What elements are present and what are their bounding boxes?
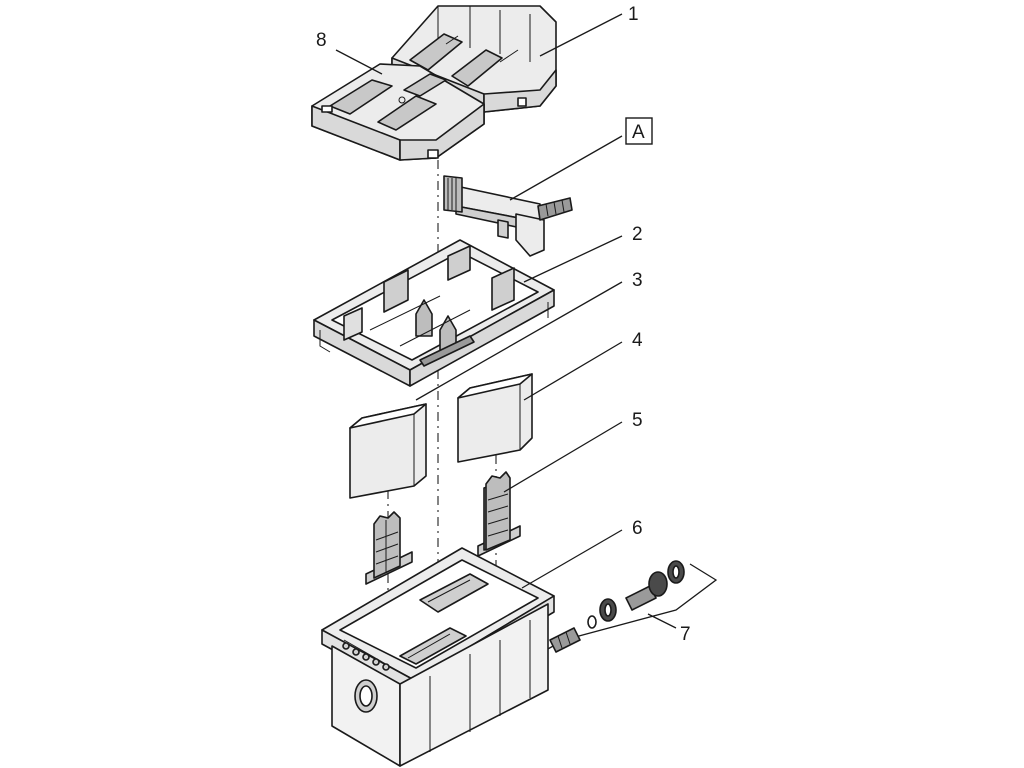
part-6-filter-housing — [321, 547, 555, 767]
callout-3: 3 — [632, 270, 643, 291]
callout-1: 1 — [628, 4, 639, 25]
callout-a-box: A — [625, 117, 653, 145]
part-5-sponge-holder-right — [477, 471, 521, 557]
callout-5: 5 — [632, 410, 643, 431]
part-2-filter-tray — [313, 239, 555, 387]
part-a-uv-clarifier — [443, 175, 573, 257]
part-4-filter-sponge-left — [349, 403, 427, 499]
part-5-sponge-holder-left — [365, 511, 413, 585]
callout-labels: 1 8 A 2 3 4 5 6 7 — [316, 4, 691, 645]
callout-2: 2 — [632, 224, 643, 245]
callout-4: 4 — [632, 330, 643, 351]
callout-6: 6 — [632, 518, 643, 539]
callout-8: 8 — [316, 30, 327, 51]
callout-a: A — [632, 122, 645, 143]
part-4-filter-sponge-right — [457, 373, 533, 463]
part-7-hose-kit — [545, 560, 718, 653]
callout-7: 7 — [680, 624, 691, 645]
part-8-front-lid — [311, 63, 485, 161]
leader-lines — [335, 13, 677, 629]
